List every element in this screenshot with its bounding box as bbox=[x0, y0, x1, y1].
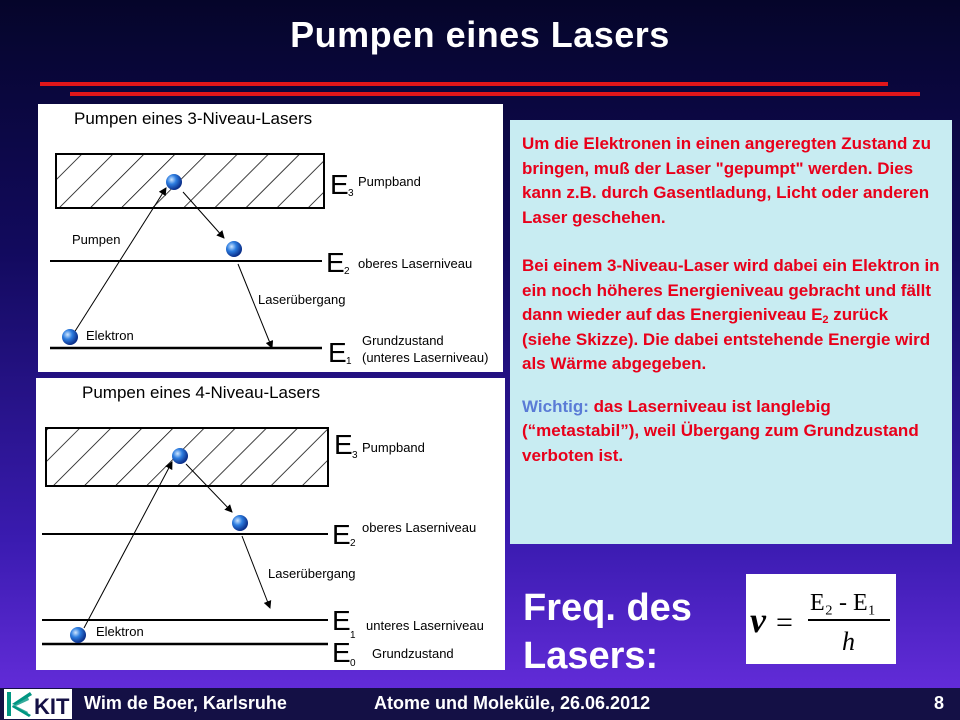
formula-svg: ν = E₂ - E₁ h bbox=[750, 590, 890, 656]
e1-sub-4: 1 bbox=[350, 630, 356, 641]
p2-text-after: zurück (siehe Skizze). Die dabei entsteh… bbox=[522, 305, 931, 373]
electron-ball-e2-3 bbox=[226, 241, 242, 257]
footer-page-number: 8 bbox=[934, 693, 945, 713]
title-divider-top bbox=[40, 82, 888, 86]
relax-arrow-3 bbox=[182, 191, 225, 239]
formula-equals: = bbox=[776, 606, 793, 639]
explanation-paragraph-1: Um die Elektronen in einen angeregten Zu… bbox=[522, 134, 932, 227]
explanation-paragraph-3: Wichtig: das Laserniveau ist langlebig (… bbox=[522, 395, 940, 469]
laser-frequency-label: Freq. des Lasers: bbox=[523, 584, 723, 680]
p2-subscript: 2 bbox=[822, 314, 829, 326]
pump-label-3: Pumpen bbox=[72, 232, 120, 247]
electron-label-3: Elektron bbox=[86, 328, 134, 343]
pumpband-hatched-3 bbox=[55, 153, 325, 209]
electron-ball-e0-4 bbox=[70, 627, 86, 643]
diagram-4-level-svg: Pumpen eines 4-Niveau-Lasers E 3 Pumpban… bbox=[42, 383, 484, 669]
e1-sub-3: 1 bbox=[346, 356, 352, 367]
e2-label-4: oberes Laserniveau bbox=[362, 520, 476, 535]
electron-ball-e1-3 bbox=[62, 329, 78, 345]
slide-title: Pumpen eines Lasers bbox=[290, 14, 670, 55]
diagram4-heading: Pumpen eines 4-Niveau-Lasers bbox=[82, 383, 320, 402]
svg-text:KIT: KIT bbox=[34, 694, 70, 719]
laser-transition-arrow-3 bbox=[237, 263, 274, 349]
e0-letter-4: E bbox=[332, 637, 351, 668]
e2-letter-3: E bbox=[326, 247, 345, 278]
e3-letter-4: E bbox=[334, 429, 353, 460]
formula-nu: ν bbox=[750, 600, 767, 640]
e0-sub-4: 0 bbox=[350, 658, 356, 669]
pump-arrow-3 bbox=[71, 187, 167, 337]
relax-arrow-4 bbox=[185, 463, 233, 513]
formula-denominator: h bbox=[842, 627, 855, 656]
e3-sub-3: 3 bbox=[348, 188, 354, 199]
e3-label-3: Pumpband bbox=[358, 174, 421, 189]
diagram3-heading: Pumpen eines 3-Niveau-Lasers bbox=[74, 109, 312, 128]
footer-bar: KIT Wim de Boer, Karlsruhe Atome und Mol… bbox=[0, 688, 960, 720]
e2-label-3: oberes Laserniveau bbox=[358, 256, 472, 271]
wichtig-label: Wichtig: bbox=[522, 396, 589, 416]
frequency-formula: ν = E₂ - E₁ h bbox=[746, 574, 896, 664]
transition-label-4: Laserübergang bbox=[268, 566, 355, 581]
kit-logo: KIT bbox=[4, 689, 72, 719]
e1-label-4: unteres Laserniveau bbox=[366, 618, 484, 633]
e2-letter-4: E bbox=[332, 519, 351, 550]
pump-arrow-4 bbox=[83, 461, 173, 629]
e3-label-4: Pumpband bbox=[362, 440, 425, 455]
electron-ball-e3-4 bbox=[172, 448, 188, 464]
electron-ball-e2-4 bbox=[232, 515, 248, 531]
footer-course: Atome und Moleküle, 26.06.2012 bbox=[374, 693, 651, 713]
e3-sub-4: 3 bbox=[352, 450, 358, 461]
diagram-4-level-laser: Pumpen eines 4-Niveau-Lasers E 3 Pumpban… bbox=[36, 378, 505, 670]
title-divider-bottom bbox=[70, 92, 920, 96]
e0-label-4: Grundzustand bbox=[372, 646, 454, 661]
freq-line-2: Lasers: bbox=[523, 635, 659, 677]
diagram-3-level-svg: Pumpen eines 3-Niveau-Lasers E 3 Pumpban… bbox=[50, 109, 488, 368]
diagram-3-level-laser: Pumpen eines 3-Niveau-Lasers E 3 Pumpban… bbox=[38, 104, 503, 372]
formula-numerator: E₂ - E₁ bbox=[810, 590, 876, 616]
explanation-textbox: Um die Elektronen in einen angeregten Zu… bbox=[510, 120, 952, 544]
explanation-paragraph-2: Bei einem 3-Niveau-Laser wird dabei ein … bbox=[522, 254, 940, 377]
p2-text-before: Bei einem 3-Niveau-Laser wird dabei ein … bbox=[522, 256, 940, 324]
e2-sub-3: 2 bbox=[344, 266, 350, 277]
e1-letter-3: E bbox=[328, 337, 347, 368]
electron-ball-e3-3 bbox=[166, 174, 182, 190]
transition-label-3: Laserübergang bbox=[258, 292, 345, 307]
e3-letter-3: E bbox=[330, 169, 349, 200]
laser-transition-arrow-4 bbox=[241, 535, 272, 609]
footer-author: Wim de Boer, Karlsruhe bbox=[84, 693, 287, 713]
e1-letter-4: E bbox=[332, 605, 351, 636]
electron-label-4: Elektron bbox=[96, 624, 144, 639]
p3-text: das Laserniveau ist langlebig (“metastab… bbox=[522, 396, 919, 465]
e1-label-3: Grundzustand bbox=[362, 333, 444, 348]
e1-label2-3: (unteres Laserniveau) bbox=[362, 350, 488, 365]
freq-line-1: Freq. des bbox=[523, 587, 692, 629]
e2-sub-4: 2 bbox=[350, 538, 356, 549]
